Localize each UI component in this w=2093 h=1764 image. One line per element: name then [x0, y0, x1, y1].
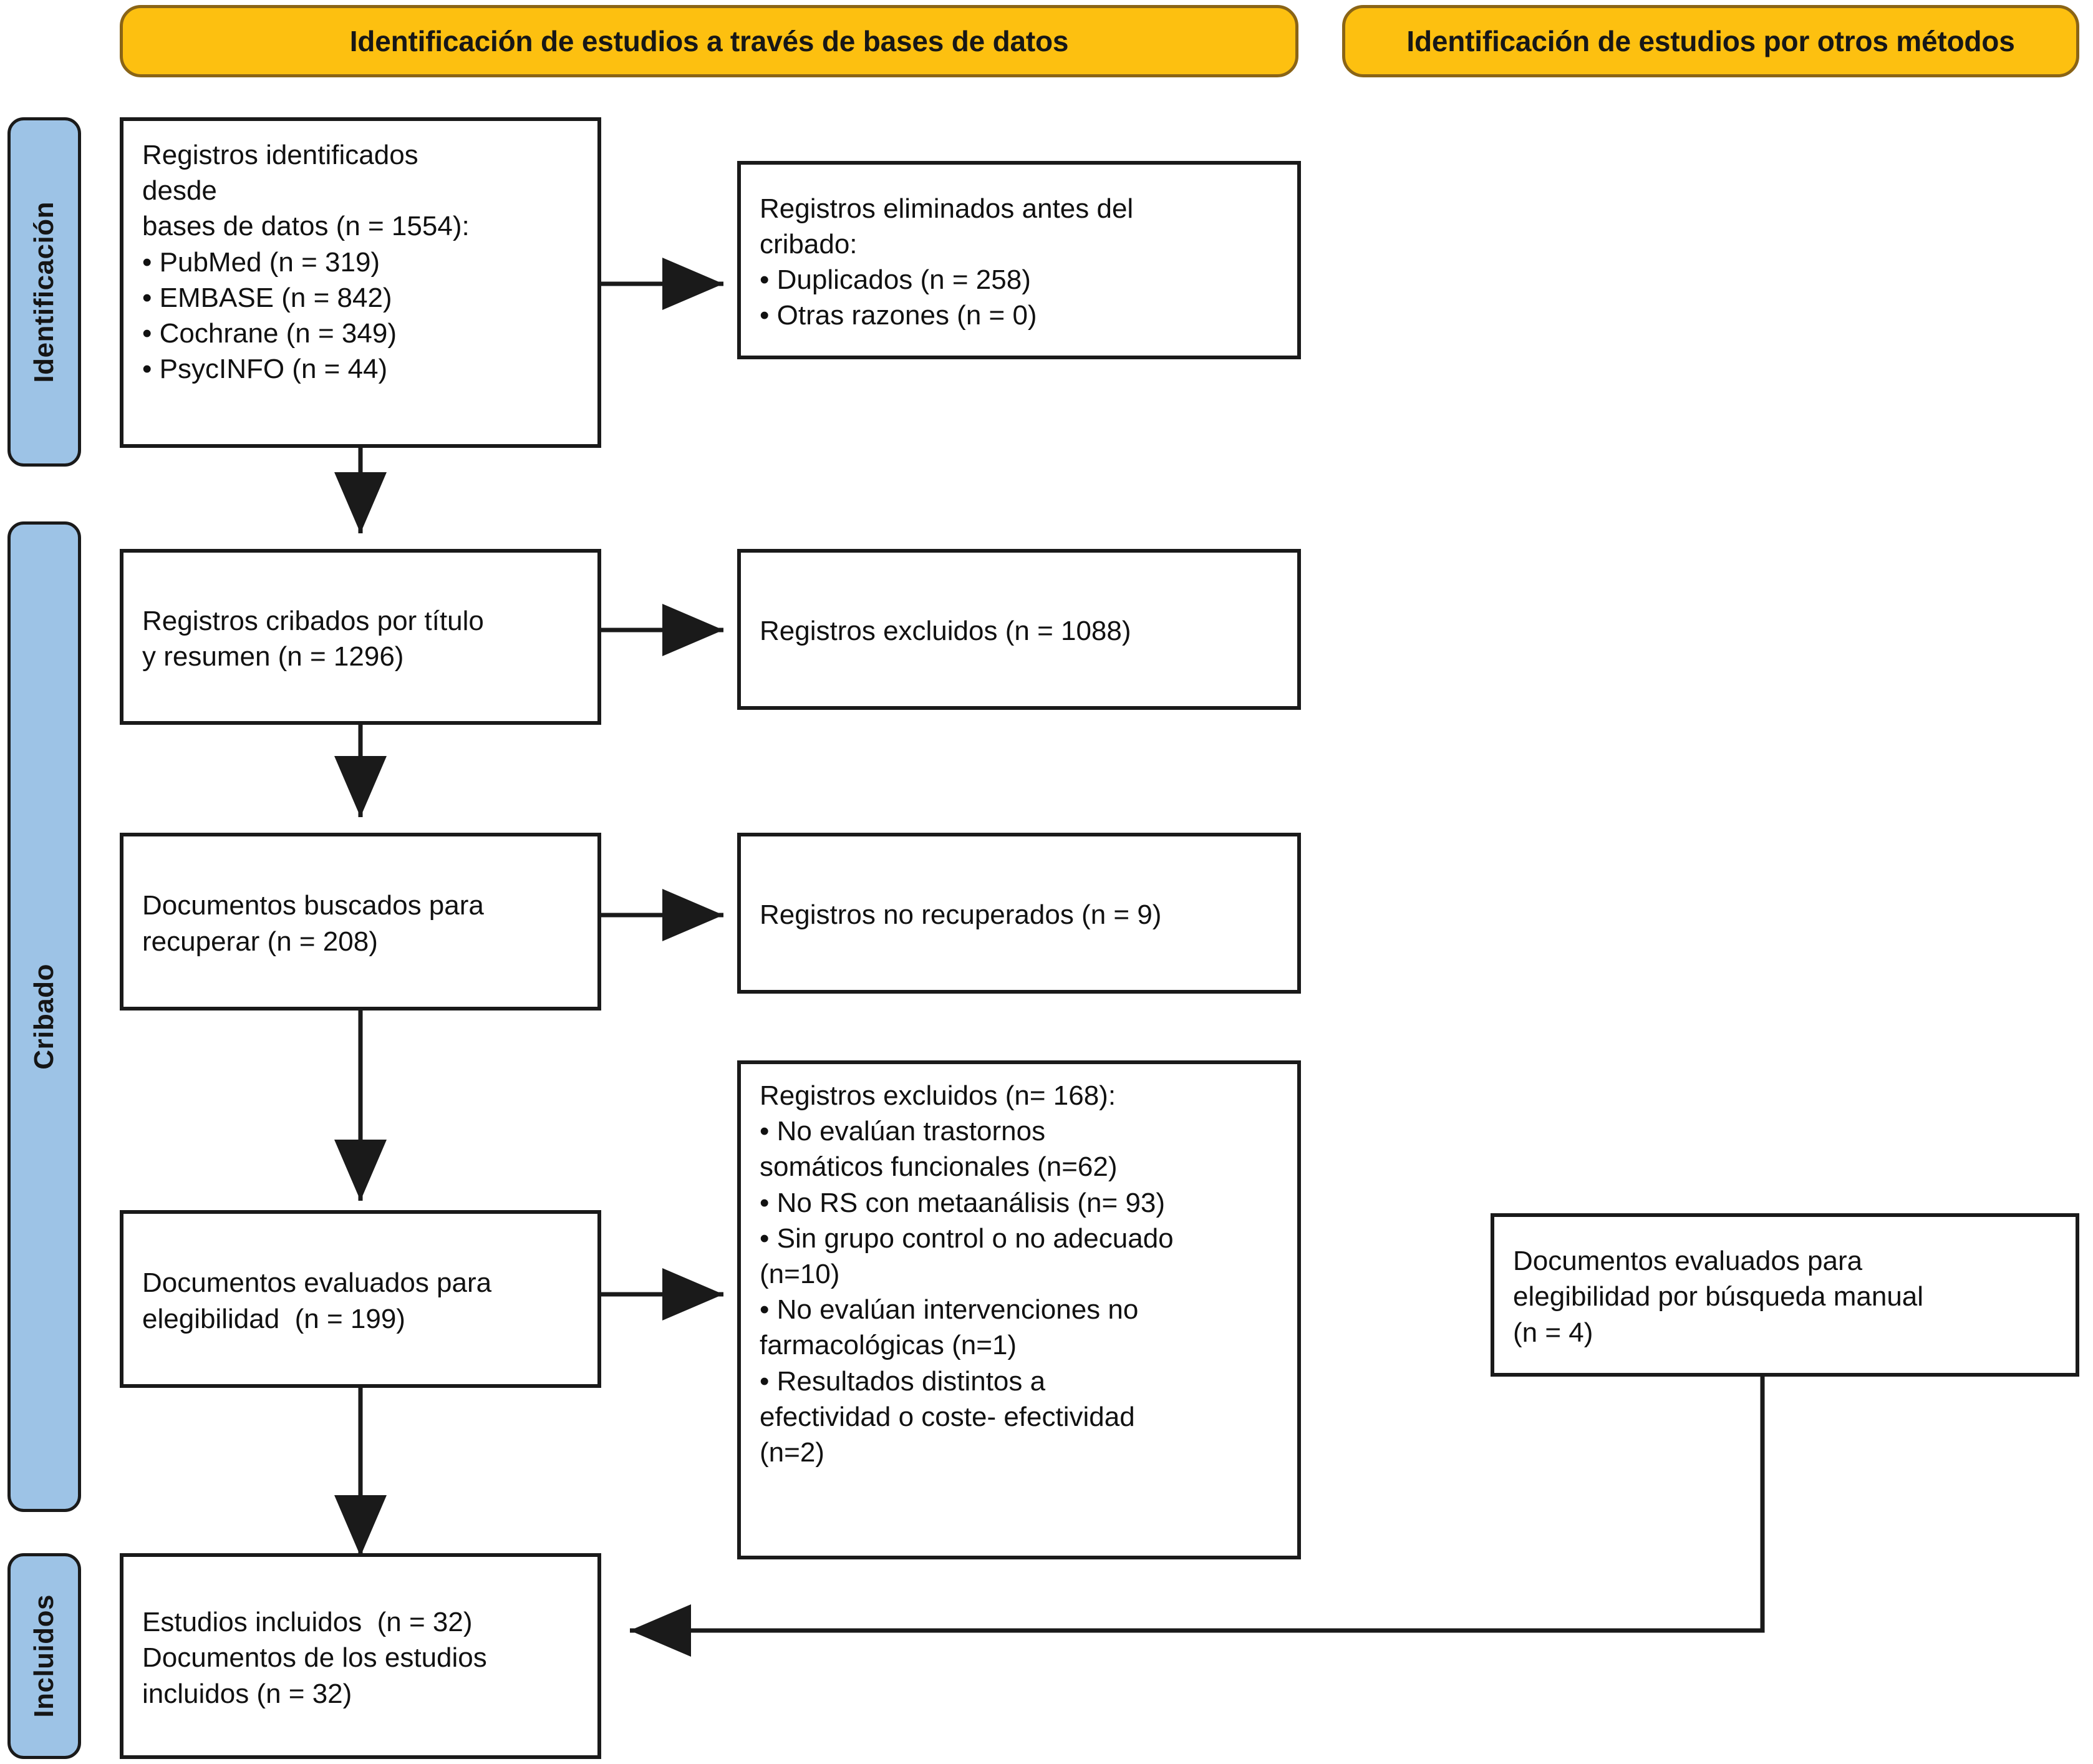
- reports-excluded-reason-4a: • No evalúan intervenciones no: [760, 1294, 1139, 1325]
- box-studies-included: Estudios incluidos (n = 32) Documentos d…: [120, 1553, 601, 1759]
- phase-bar-identification: Identificación: [7, 117, 81, 467]
- box-records-identified: Registros identificados desde bases de d…: [120, 117, 601, 448]
- manual-assessed-line-3: (n = 4): [1513, 1317, 1593, 1348]
- records-screened-line-1: Registros cribados por título: [142, 605, 484, 636]
- reports-excluded-reason-1b: somáticos funcionales (n=62): [760, 1151, 1118, 1183]
- reports-assessed-line-2: elegibilidad (n = 199): [142, 1303, 405, 1334]
- reports-excluded-reason-4b: farmacológicas (n=1): [760, 1330, 1017, 1361]
- reports-excluded-reason-1a: • No evalúan trastornos: [760, 1116, 1046, 1147]
- records-identified-line-2: desde: [142, 175, 217, 206]
- reports-excluded-reason-3b: (n=10): [760, 1258, 840, 1289]
- phase-bar-screening-label: Cribado: [29, 964, 59, 1070]
- records-removed-duplicates: • Duplicados (n = 258): [760, 264, 1031, 295]
- records-excluded-screening-line-1: Registros excluidos (n = 1088): [760, 616, 1131, 647]
- records-removed-line-1: Registros eliminados antes del: [760, 193, 1134, 224]
- header-identification-databases: Identificación de estudios a través de b…: [120, 5, 1298, 77]
- reports-sought-line-1: Documentos buscados para: [142, 890, 484, 921]
- phase-bar-identification-label: Identificación: [29, 201, 59, 383]
- studies-included-line-2: Documentos de los estudios: [142, 1642, 487, 1674]
- records-identified-source-pubmed: • PubMed (n = 319): [142, 246, 380, 278]
- header-identification-databases-label: Identificación de estudios a través de b…: [349, 25, 1069, 57]
- box-records-excluded-screening: Registros excluidos (n = 1088): [737, 549, 1301, 710]
- reports-excluded-reason-5b: efectividad o coste- efectividad: [760, 1401, 1135, 1432]
- records-removed-other-reasons: • Otras razones (n = 0): [760, 300, 1037, 331]
- records-identified-line-1: Registros identificados: [142, 140, 418, 170]
- manual-assessed-line-1: Documentos evaluados para: [1513, 1246, 1863, 1277]
- studies-included-line-1: Estudios incluidos (n = 32): [142, 1607, 473, 1638]
- header-identification-other-methods: Identificación de estudios por otros mét…: [1342, 5, 2079, 77]
- header-identification-other-methods-label: Identificación de estudios por otros mét…: [1406, 25, 2015, 57]
- manual-assessed-line-2: elegibilidad por búsqueda manual: [1513, 1281, 1924, 1312]
- reports-excluded-reason-3a: • Sin grupo control o no adecuado: [760, 1223, 1174, 1254]
- phase-bar-included: Incluidos: [7, 1553, 81, 1759]
- box-records-removed-before-screening: Registros eliminados antes del cribado: …: [737, 161, 1301, 359]
- records-identified-source-psycinfo: • PsycINFO (n = 44): [142, 354, 388, 385]
- phase-bar-screening: Cribado: [7, 521, 81, 1512]
- reports-excluded-reason-5a: • Resultados distintos a: [760, 1365, 1046, 1397]
- records-identified-source-embase: • EMBASE (n = 842): [142, 282, 392, 313]
- box-reports-assessed-eligibility: Documentos evaluados para elegibilidad (…: [120, 1210, 601, 1388]
- box-reports-excluded-with-reasons: Registros excluidos (n= 168): • No evalú…: [737, 1060, 1301, 1559]
- studies-included-line-3: incluidos (n = 32): [142, 1678, 352, 1709]
- records-removed-line-2: cribado:: [760, 228, 858, 259]
- reports-not-retrieved-line-1: Registros no recuperados (n = 9): [760, 899, 1162, 931]
- reports-assessed-line-1: Documentos evaluados para: [142, 1267, 492, 1299]
- box-manual-search-assessed: Documentos evaluados para elegibilidad p…: [1491, 1213, 2079, 1377]
- box-records-screened: Registros cribados por título y resumen …: [120, 549, 601, 725]
- records-identified-source-cochrane: • Cochrane (n = 349): [142, 317, 397, 349]
- records-screened-line-2: y resumen (n = 1296): [142, 641, 404, 672]
- box-reports-not-retrieved: Registros no recuperados (n = 9): [737, 833, 1301, 994]
- records-identified-line-3: bases de datos (n = 1554):: [142, 211, 470, 242]
- reports-excluded-reason-5c: (n=2): [760, 1437, 824, 1468]
- phase-bar-included-label: Incluidos: [29, 1594, 59, 1718]
- reports-excluded-line-1: Registros excluidos (n= 168):: [760, 1080, 1116, 1111]
- reports-sought-line-2: recuperar (n = 208): [142, 926, 378, 957]
- reports-excluded-reason-2: • No RS con metaanálisis (n= 93): [760, 1187, 1166, 1218]
- box-reports-sought-for-retrieval: Documentos buscados para recuperar (n = …: [120, 833, 601, 1010]
